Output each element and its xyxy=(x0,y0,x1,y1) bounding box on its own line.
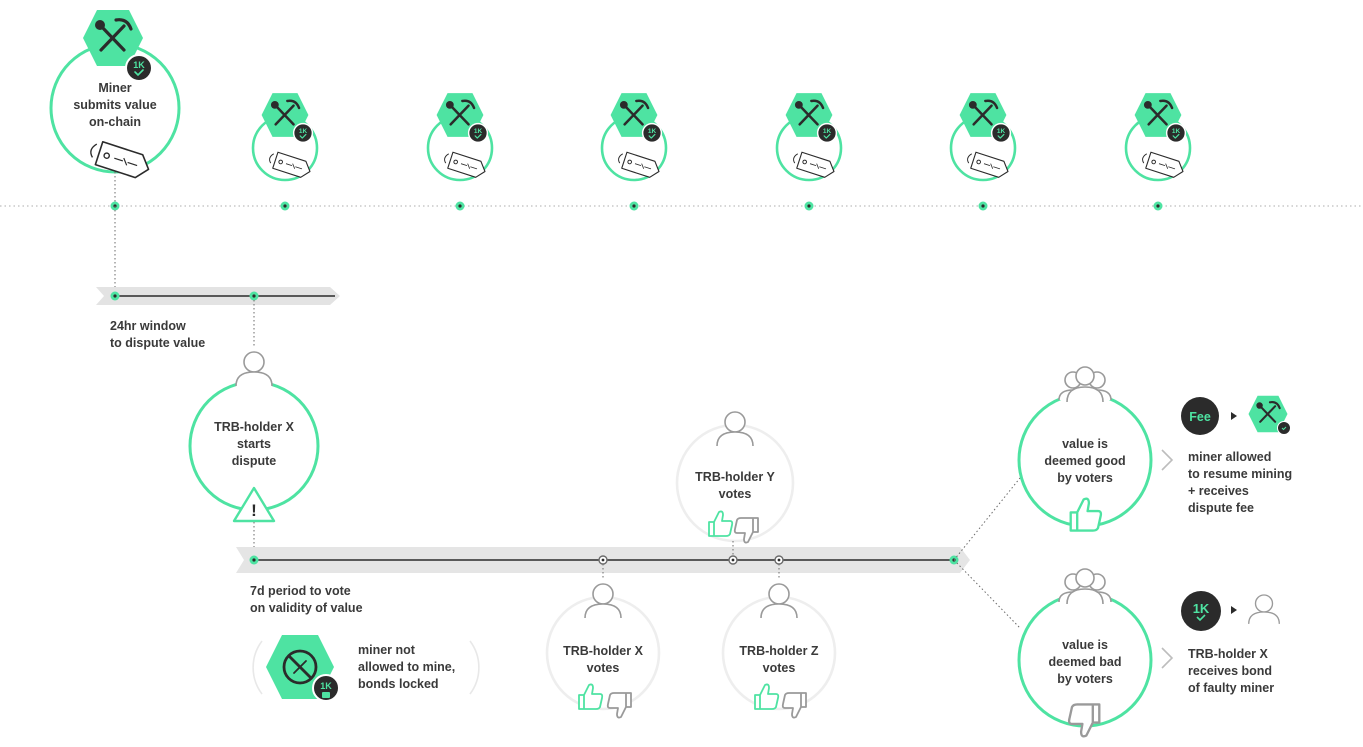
group-icon xyxy=(1058,366,1112,403)
dispute-window-bar xyxy=(96,287,340,305)
bond-badge: 1K xyxy=(1181,591,1221,631)
timeline-node xyxy=(629,201,639,211)
check-icon xyxy=(1277,421,1291,435)
outcome-bad-card: 1K xyxy=(1017,568,1280,738)
timeline-node xyxy=(455,201,465,211)
fee-badge: Fee xyxy=(1181,397,1219,435)
user-icon xyxy=(235,351,273,387)
arrow-icon xyxy=(1231,606,1237,614)
timeline-node xyxy=(280,201,290,211)
chevron-right-icon xyxy=(1161,647,1174,669)
bond-coin-label: 1K xyxy=(1193,601,1210,616)
voter-x-card xyxy=(545,564,661,719)
warning-symbol: ! xyxy=(251,501,257,520)
user-icon xyxy=(1248,594,1280,625)
vote-period-bar xyxy=(236,547,970,573)
fee-label: Fee xyxy=(1189,410,1211,424)
badge-coin xyxy=(641,122,663,144)
warning-icon: ! xyxy=(232,486,276,523)
miner-submission-card: 1K xyxy=(49,8,181,206)
thumbs-down-icon xyxy=(606,692,632,719)
voter-x-label: TRB-holder X votes xyxy=(563,644,643,675)
check-icon xyxy=(134,69,144,77)
arrow-icon xyxy=(1231,412,1237,420)
badge-coin xyxy=(990,122,1012,144)
badge-coin xyxy=(816,122,838,144)
miner-submission-small xyxy=(775,91,843,182)
voter-y-card xyxy=(675,411,795,556)
miner-submission-small xyxy=(600,91,668,182)
thumbs-down-icon xyxy=(1067,703,1101,738)
badge-coin xyxy=(467,122,489,144)
dispute-start-label: TRB-holder X starts dispute xyxy=(214,420,294,468)
voter-z-card xyxy=(721,564,837,719)
outcome-good-label: value is deemed good by voters xyxy=(1044,437,1126,485)
outcome-bad-label: value is deemed bad by voters xyxy=(1048,638,1122,686)
miner-submission-small xyxy=(426,91,494,182)
outcome-bad-result: TRB-holder X receives bond of faulty min… xyxy=(1188,647,1275,695)
voter-z-label: TRB-holder Z votes xyxy=(739,644,819,675)
outcome-good-result: miner allowed to resume mining + receive… xyxy=(1188,450,1293,515)
timeline-node xyxy=(804,201,814,211)
miner-submission-small xyxy=(949,91,1017,182)
miner-submission-small xyxy=(251,91,319,182)
lock-coin-label: 1K xyxy=(320,681,332,691)
miner-submission-row xyxy=(251,91,1192,182)
timeline-node xyxy=(978,201,988,211)
voter-y-label: TRB-holder Y votes xyxy=(695,470,775,501)
dispute-window-label: 24hr window to dispute value xyxy=(110,319,206,350)
thumbs-down-icon xyxy=(781,692,807,719)
badge-coin: 1K xyxy=(125,54,153,82)
chevron-right-icon xyxy=(1161,449,1174,471)
miner-label: Miner submits value on-chain xyxy=(73,81,157,129)
badge-coin xyxy=(292,122,314,144)
coin-label: 1K xyxy=(133,60,145,70)
lock-icon: 1K xyxy=(312,674,340,702)
badge-coin xyxy=(1165,122,1187,144)
miner-locked-card: 1K xyxy=(252,635,480,702)
outcome-good-card: Fee xyxy=(1017,366,1291,532)
dispute-start-card: ! xyxy=(188,351,320,523)
group-icon xyxy=(1058,568,1112,605)
vote-period-label: 7d period to vote on validity of value xyxy=(250,584,363,615)
miner-submission-small xyxy=(1124,91,1192,182)
timeline-node xyxy=(1153,201,1163,211)
locked-note-label: miner not allowed to mine, bonds locked xyxy=(358,643,456,691)
